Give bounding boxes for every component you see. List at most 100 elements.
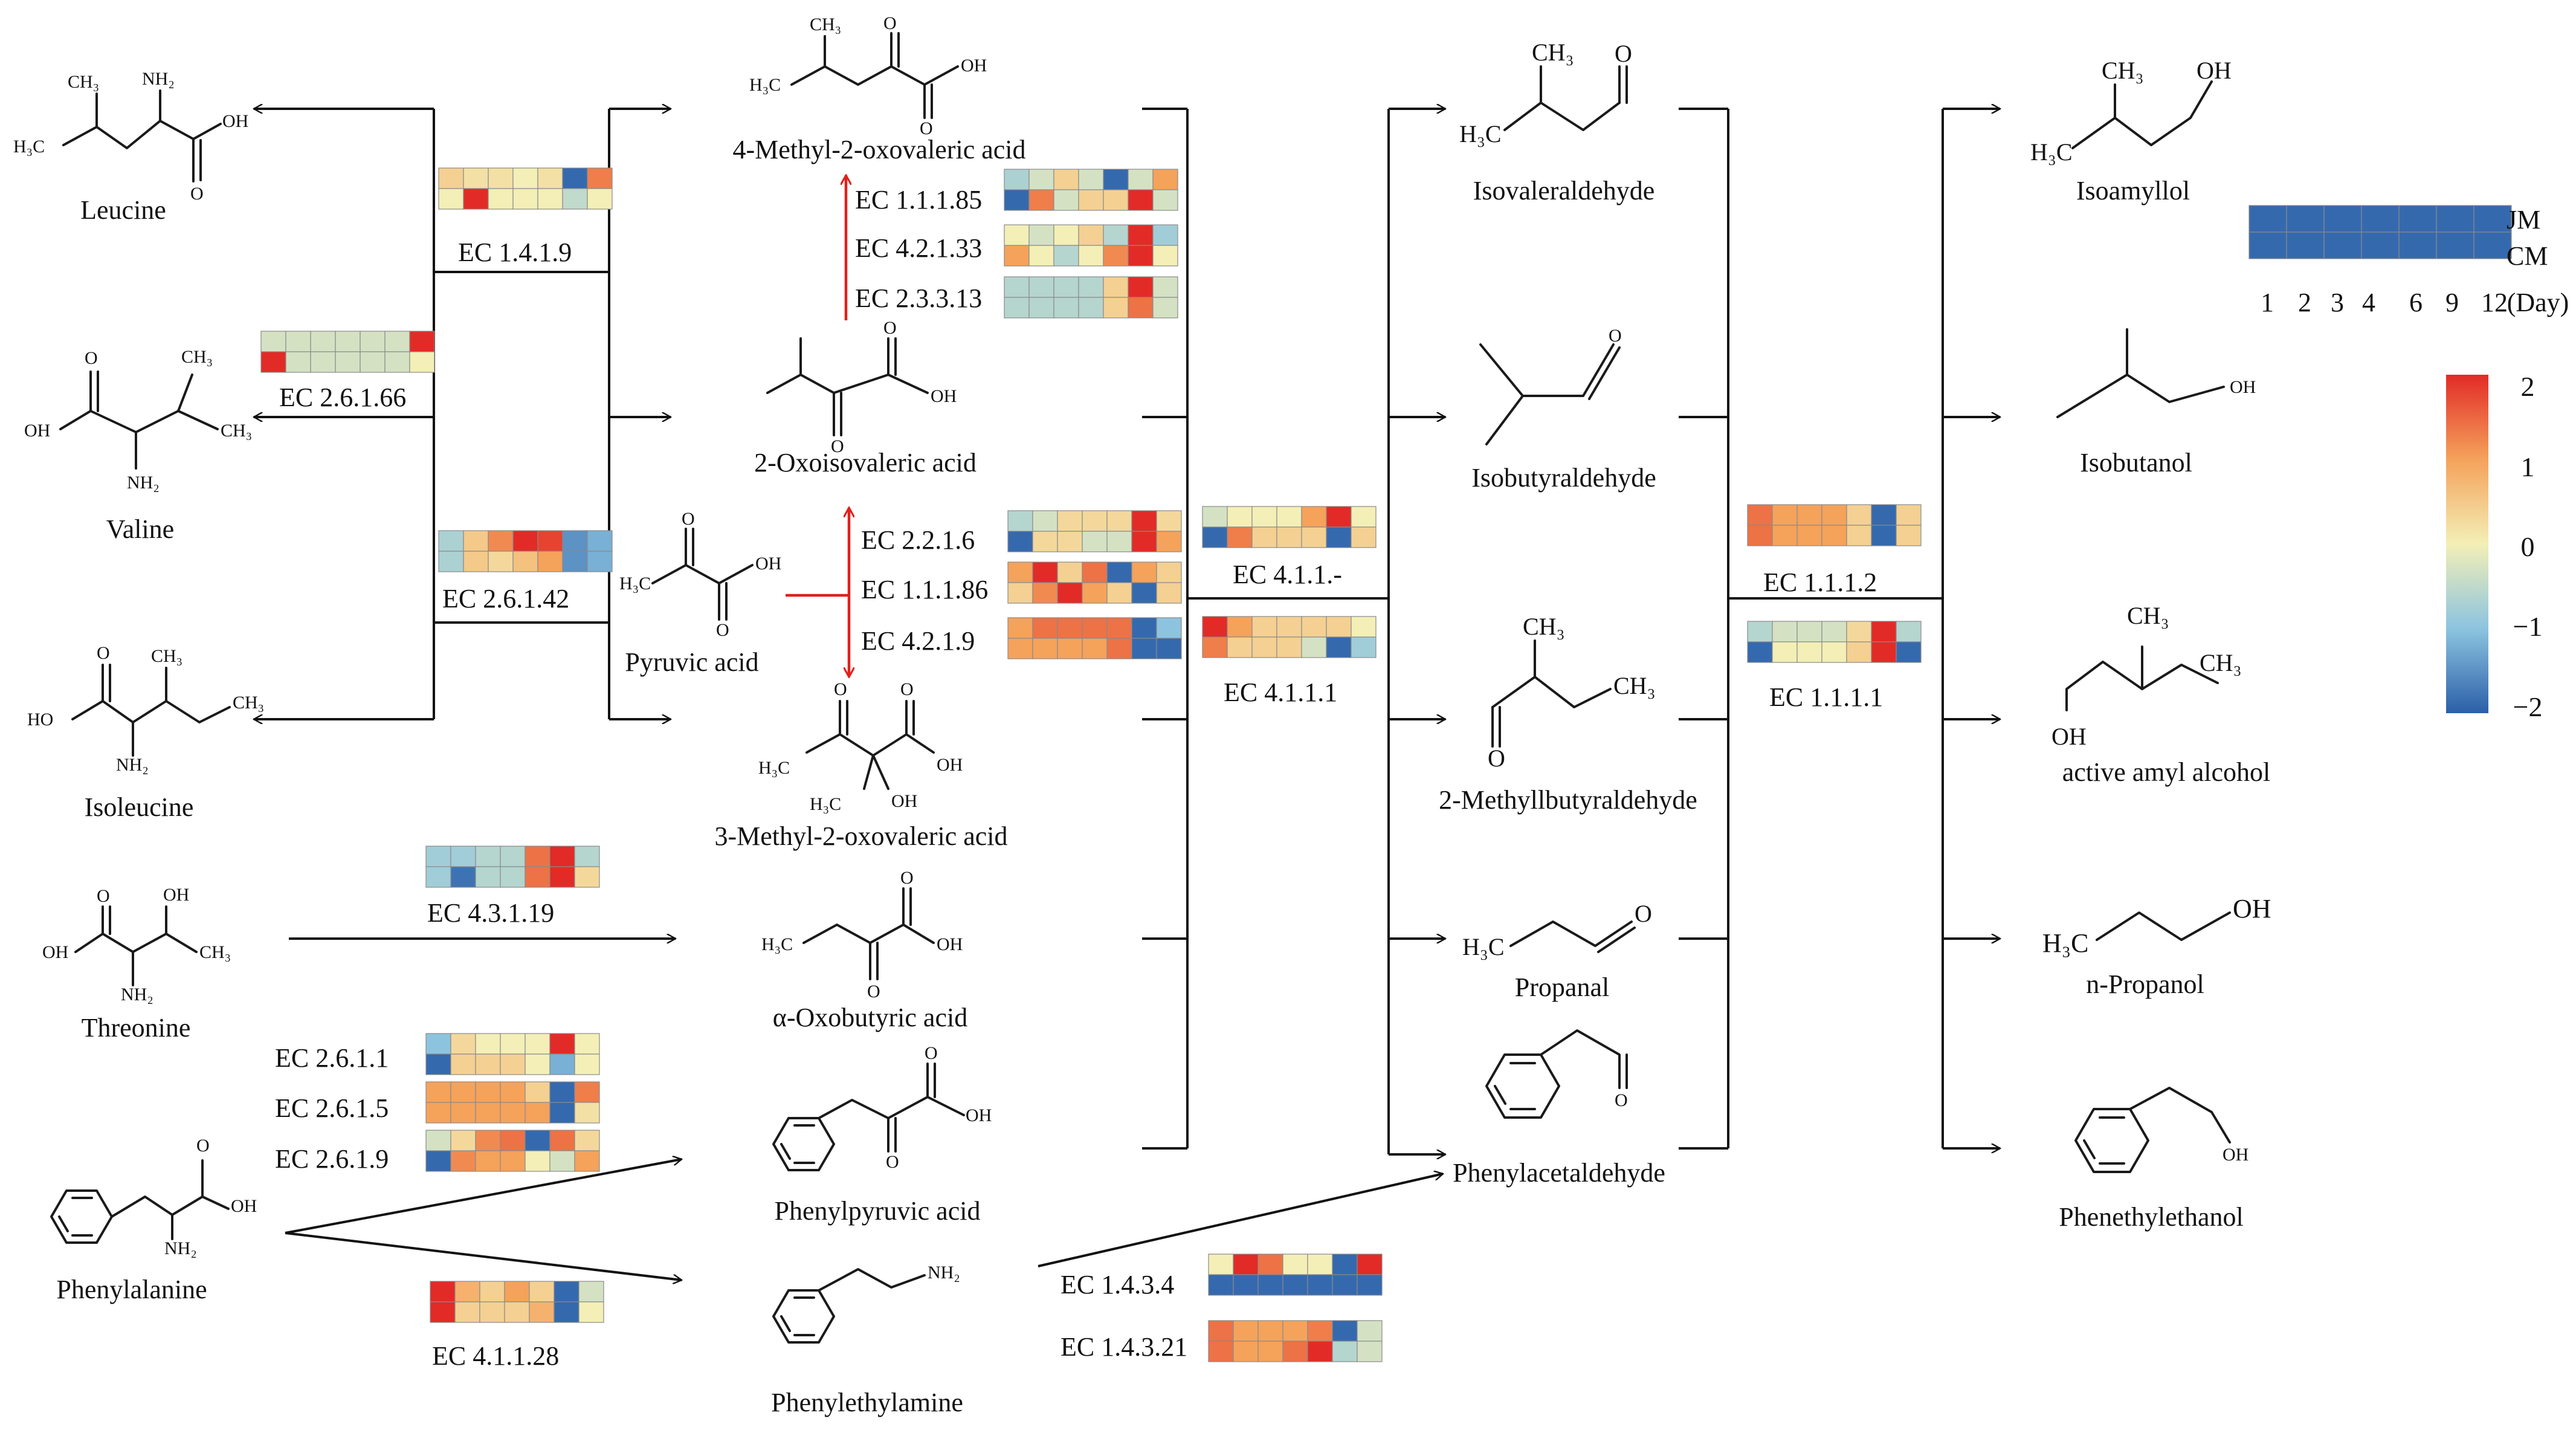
atom-label: CH₃ [810, 15, 841, 34]
heatmap-cell [1307, 1341, 1333, 1362]
heatmap-cell [1082, 510, 1108, 532]
atom-label: OH [931, 386, 957, 406]
heatmap-cell [2361, 205, 2400, 233]
atom-label: O [1488, 745, 1505, 772]
heatmap-cell [1128, 276, 1154, 298]
atom-label: OH [937, 934, 963, 954]
atom-label: CH₃ [68, 72, 99, 92]
legend-row-cm: CM [2507, 241, 2548, 271]
atom-label: CH₃ [2102, 57, 2144, 84]
atom-label: OH [2051, 723, 2087, 750]
heatmap-cell [1032, 510, 1058, 532]
heatmap-cell [1156, 531, 1182, 552]
atom-label: H₃C [1459, 120, 1502, 147]
heatmap-cell [2436, 231, 2474, 259]
heatmap-cell [1028, 276, 1054, 298]
legend-day: 9 [2445, 288, 2459, 317]
heatmap-cell [1078, 169, 1104, 190]
heatmap-cell [1007, 617, 1033, 639]
heatmap-cell [1057, 582, 1083, 604]
heatmap-cell [1082, 561, 1108, 583]
heatmap-cell [285, 351, 311, 373]
heatmap-cell [2286, 205, 2325, 233]
heatmaps [260, 167, 2512, 1362]
atom-label: O [920, 118, 933, 138]
heatmap-cell [1332, 1254, 1358, 1275]
heatmap-cell [537, 551, 563, 572]
heatmap-cell [1208, 1254, 1234, 1275]
heatmap-cell [1004, 276, 1030, 298]
heatmap-cell [1156, 510, 1182, 532]
heatmap-cell [1131, 638, 1157, 659]
heatmap-cell [1082, 638, 1108, 659]
compound-phenylpyruvic: Phenylpyruvic acid [775, 1196, 981, 1226]
heatmap-cell [537, 167, 563, 189]
phenylacetaldehyde-structure: O [1485, 1029, 1628, 1119]
atom-label: CH₃ [221, 421, 252, 441]
legend: JM CM 1 2 3 4 6 9 12 (Day) 2 1 0 −1 −2 [2261, 205, 2569, 722]
atom-label: O [682, 509, 695, 529]
heatmap-cell [1152, 297, 1178, 319]
isovaleraldehyde-structure: CH₃ H₃C O [1459, 39, 1632, 147]
heatmap-cell [409, 351, 435, 373]
legend-day: 2 [2298, 288, 2311, 317]
heatmap-cell [1053, 224, 1079, 246]
legend-row-jm: JM [2507, 205, 2540, 235]
heatmap-cell [1276, 506, 1302, 528]
heatmap-cell [1004, 169, 1030, 190]
heatmap-cell [1103, 276, 1129, 298]
heatmap-cell [1208, 1341, 1234, 1362]
compound-pyruvic: Pyruvic acid [625, 647, 758, 677]
enzyme-ec-1-4-3-21: EC 1.4.3.21 [1060, 1332, 1187, 1362]
heatmap-cell [1131, 617, 1157, 639]
heatmap-cell [512, 167, 538, 189]
heatmap-cell [1128, 297, 1154, 319]
atom-label: O [900, 868, 914, 888]
heatmap-cell [1332, 1274, 1358, 1296]
heatmap-cell [1202, 616, 1228, 638]
heatmap-cell [1106, 531, 1132, 552]
heatmap-cell [1032, 638, 1058, 659]
heatmap-cell [1796, 641, 1822, 663]
heatmap-cell [500, 1102, 526, 1124]
heatmap-cell [1227, 506, 1253, 528]
heatmap-cell [1152, 224, 1178, 246]
scale-tick: 0 [2521, 531, 2535, 562]
atom-label: OH [961, 56, 987, 76]
heatmap-cell [430, 1301, 456, 1323]
heatmap-cell [1131, 531, 1157, 552]
heatmap-cell [1276, 636, 1302, 658]
atom-label: O [1635, 900, 1652, 927]
heatmap-cell [1301, 616, 1327, 638]
atom-label: OH [2233, 894, 2271, 924]
heatmap-legend-key [2248, 205, 2512, 259]
atom-label: O [925, 1043, 938, 1063]
heatmap-cell [360, 331, 386, 352]
compound-isobutanol: Isobutanol [2080, 448, 2192, 477]
heatmap-cell [574, 866, 600, 888]
threonine-structure: O OH OH CH₃ NH₂ [42, 885, 231, 1005]
heatmap-cell [425, 1150, 451, 1172]
heatmap-cell [285, 331, 311, 352]
atom-label: OH [163, 885, 189, 905]
atom-label: OH [937, 755, 963, 775]
heatmap-cell [1326, 616, 1352, 638]
heatmap-cell [500, 1033, 526, 1055]
atom-label: H₃C [1462, 933, 1505, 960]
heatmap-cell [562, 551, 588, 572]
heatmap-cell [450, 1053, 476, 1075]
enzyme-ec-2-6-1-9: EC 2.6.1.9 [275, 1144, 389, 1174]
heatmap-cell [537, 530, 563, 552]
heatmap-cell [1078, 276, 1104, 298]
phenethylethanol-structure: OH [2074, 1087, 2248, 1173]
atom-label: NH₂ [928, 1263, 960, 1283]
heatmap-cell [574, 846, 600, 867]
active-amyl-structure: CH₃ CH₃ OH [2051, 602, 2242, 750]
heatmap-cell [1326, 526, 1352, 548]
heatmap-cell [454, 1301, 480, 1323]
heatmap-cell [475, 846, 501, 867]
heatmap-cell [1772, 504, 1798, 526]
heatmap-cell [1747, 525, 1773, 546]
heatmap-cell [1227, 616, 1253, 638]
heatmap-cell [578, 1301, 604, 1323]
